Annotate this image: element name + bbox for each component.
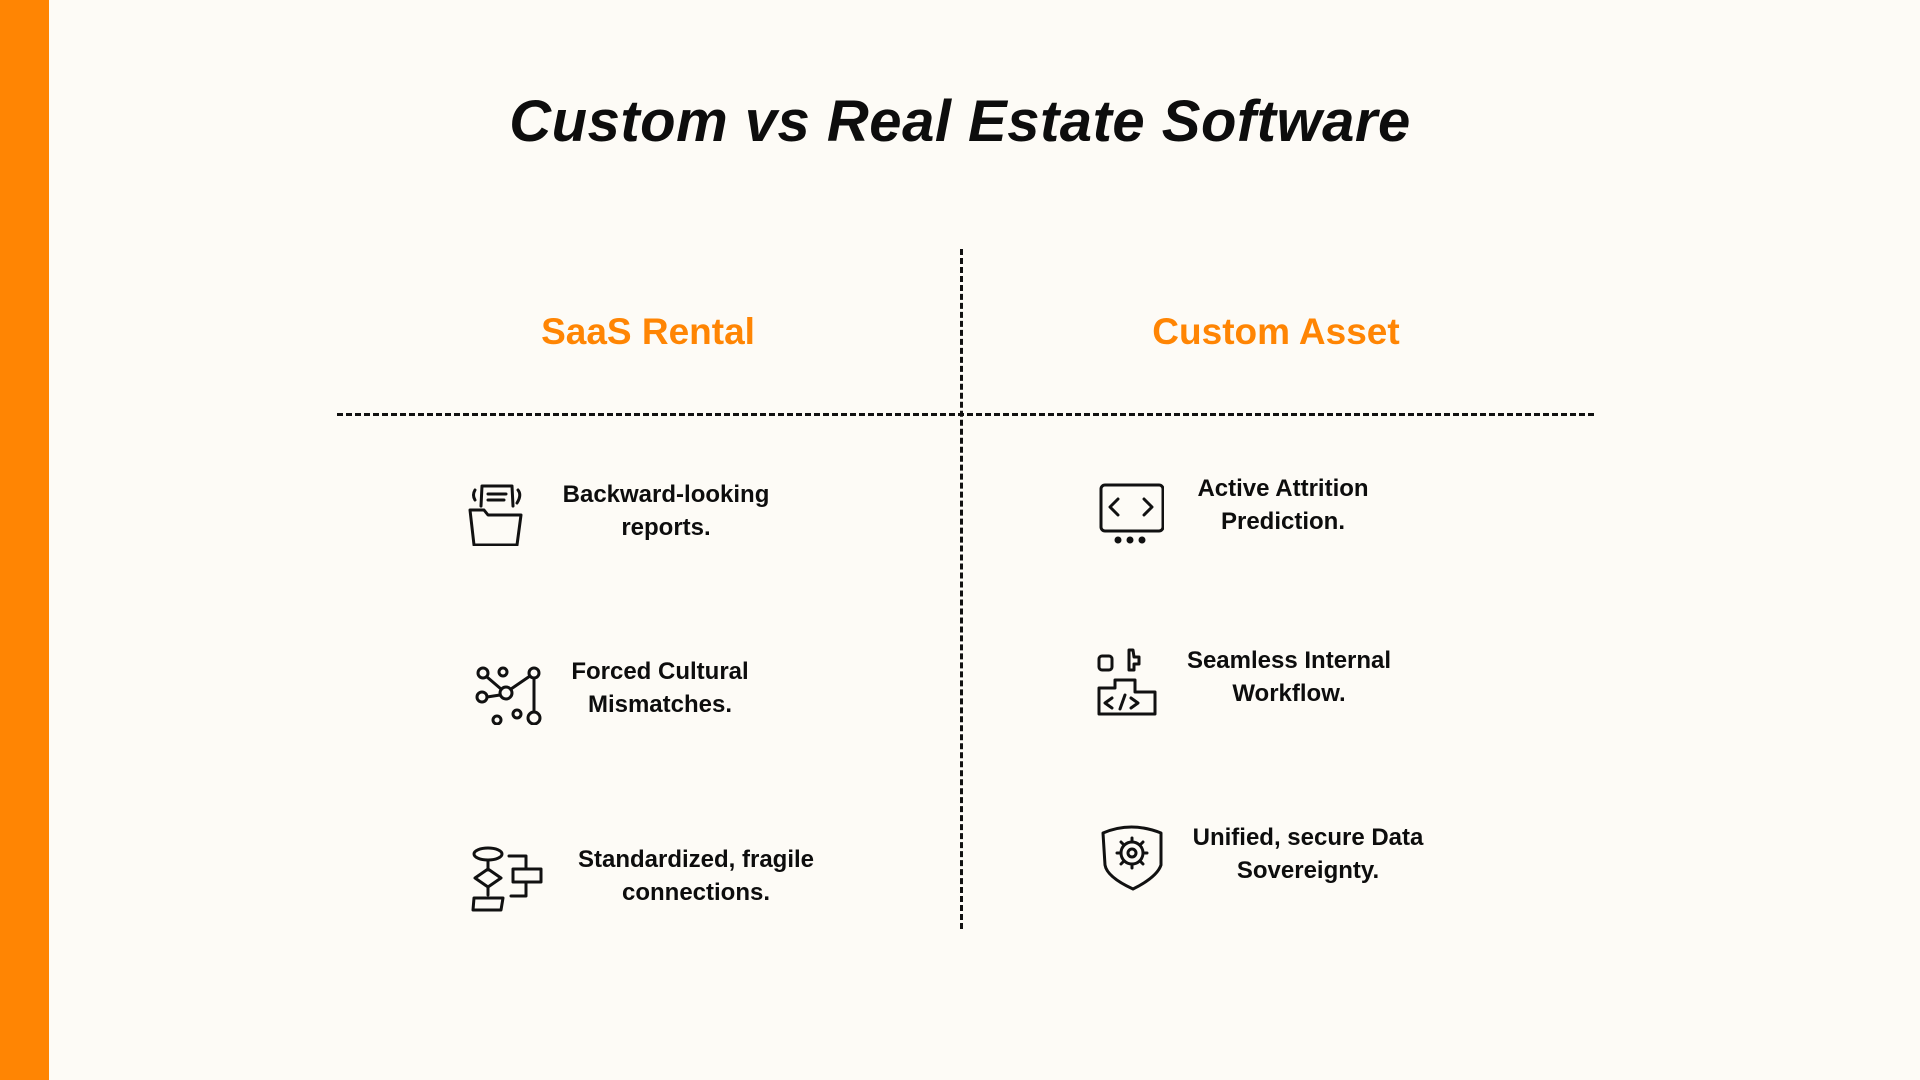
list-item: Backward-looking reports. (563, 478, 770, 544)
item-line-1: Forced Cultural (571, 658, 749, 685)
vertical-divider (960, 249, 963, 929)
item-line-2: Workflow. (1232, 680, 1346, 707)
list-item: Unified, secure Data Sovereignty. (1193, 821, 1424, 887)
code-monitor-icon (1098, 482, 1165, 544)
page-title: Custom vs Real Estate Software (509, 89, 1411, 154)
folder-documents-icon (468, 480, 530, 547)
item-line-2: Sovereignty. (1236, 857, 1380, 884)
list-item: Seamless Internal Workflow. (1187, 644, 1391, 710)
column-heading-custom-asset: Custom Asset (1152, 311, 1400, 352)
item-line-2: connections. (621, 879, 771, 906)
flowchart-icon (471, 846, 543, 912)
item-line-2: reports. (621, 514, 711, 541)
code-puzzle-icon (1097, 648, 1159, 716)
horizontal-divider (337, 413, 1594, 416)
accent-sidebar-bar (0, 0, 49, 1080)
shield-gear-icon (1100, 823, 1164, 891)
list-item: Standardized, fragile connections. (578, 843, 814, 909)
list-item: Forced Cultural Mismatches. (571, 655, 748, 721)
item-line-2: Prediction. (1220, 508, 1346, 535)
item-line-1: Seamless Internal (1186, 647, 1392, 674)
column-heading-saas-rental: SaaS Rental (541, 311, 755, 352)
item-line-1: Active Attrition (1197, 475, 1369, 502)
list-item: Active Attrition Prediction. (1197, 472, 1368, 538)
network-nodes-icon (474, 665, 542, 726)
item-line-2: Mismatches. (587, 691, 733, 718)
item-line-1: Unified, secure Data (1192, 824, 1424, 851)
item-line-1: Standardized, fragile (577, 846, 815, 873)
item-line-1: Backward-looking (562, 481, 770, 508)
